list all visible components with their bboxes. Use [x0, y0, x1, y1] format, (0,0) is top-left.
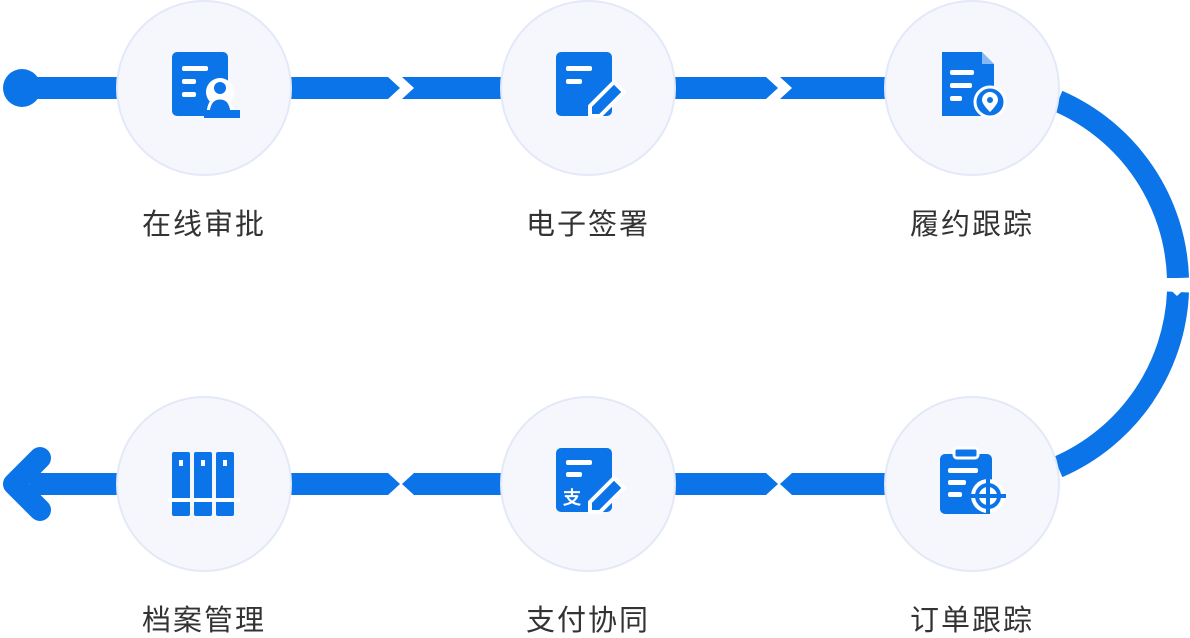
step-label: 订单跟踪: [909, 603, 1034, 637]
flow-segment: [22, 77, 120, 99]
payment-char: 支: [562, 487, 582, 509]
flow-segment: [30, 473, 122, 495]
document-location-icon: [942, 52, 1007, 119]
step-performance-tracking: [884, 0, 1060, 176]
step-label: 支付协同: [525, 603, 650, 637]
document-user-icon: [172, 52, 240, 118]
step-label: 在线审批: [141, 207, 266, 241]
flow-arrow-segment: [402, 473, 502, 495]
payment-document-pen-icon: 支: [556, 448, 626, 514]
flow-arrow-segment: [674, 77, 778, 99]
step-payment-collaboration: 支: [500, 396, 676, 572]
step-label: 档案管理: [141, 603, 266, 637]
flow-arrow-segment: [674, 473, 778, 495]
step-order-tracking: [884, 396, 1060, 572]
flow-arrow-segment: [290, 473, 400, 495]
flow-end-arrowhead: [3, 447, 51, 521]
archive-binders-icon: [168, 452, 240, 516]
step-label: 履约跟踪: [909, 207, 1034, 241]
flow-arrow-segment: [290, 77, 400, 99]
clipboard-target-icon: [940, 446, 1006, 514]
flow-arrow-segment: [780, 77, 886, 99]
step-archive-management: [116, 396, 292, 572]
flow-arrow-segment: [402, 77, 502, 99]
step-online-approval: [116, 0, 292, 176]
step-e-signature: [500, 0, 676, 176]
flow-arc-upper: [1053, 90, 1189, 279]
flow-arrow-segment: [780, 473, 886, 495]
flow-arc-chevron: [1164, 278, 1190, 296]
step-label: 电子签署: [525, 207, 650, 241]
document-pen-icon: [556, 52, 626, 118]
flow-arc-lower: [1053, 291, 1189, 478]
